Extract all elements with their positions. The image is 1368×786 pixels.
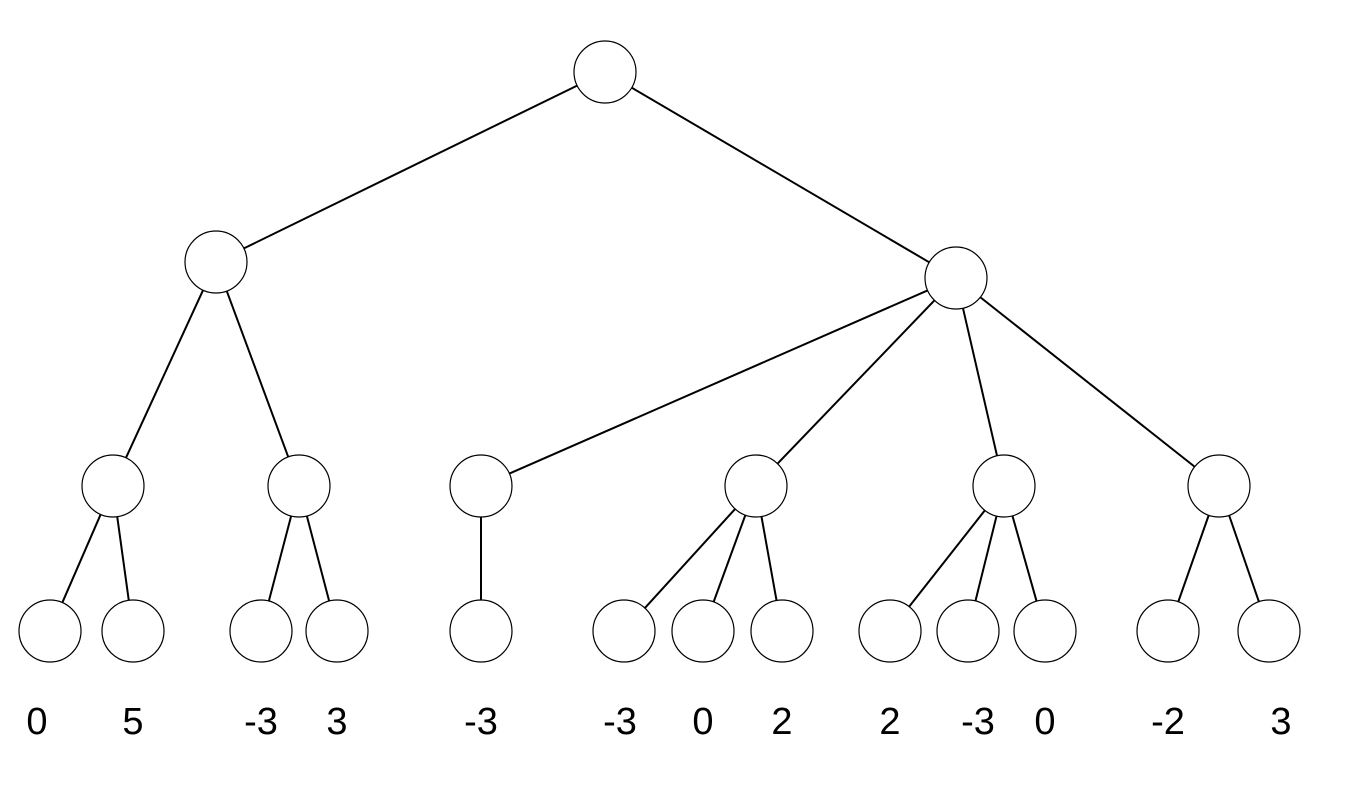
tree-edge	[712, 514, 747, 603]
tree-edge	[631, 86, 930, 264]
leaf-value: 2	[879, 701, 901, 743]
leaf-value: 3	[1270, 701, 1292, 743]
internal-node	[724, 454, 788, 518]
tree-edge	[760, 516, 778, 601]
leaf-node	[1237, 599, 1301, 663]
leaf-value: 2	[771, 701, 793, 743]
tree-edge	[1011, 515, 1038, 602]
tree-nodes	[18, 40, 1301, 663]
leaf-node	[1136, 599, 1200, 663]
root-node	[573, 40, 637, 104]
leaf-node	[750, 599, 814, 663]
leaf-node	[671, 599, 735, 663]
tree-edge	[305, 515, 331, 602]
tree-edge	[961, 307, 999, 457]
leaf-value: -2	[1151, 701, 1185, 743]
tree-edge	[1177, 514, 1210, 603]
internal-node	[449, 454, 513, 518]
leaf-value: -3	[961, 701, 995, 743]
tree-edge	[776, 299, 936, 465]
internal-node	[924, 246, 988, 310]
internal-node	[184, 230, 248, 294]
leaf-value: 0	[692, 701, 714, 743]
tree-edge	[908, 509, 986, 608]
tree-edges	[61, 84, 1260, 609]
tree-edge	[225, 290, 290, 458]
leaf-node	[229, 599, 293, 663]
leaf-node	[858, 599, 922, 663]
leaf-node	[936, 599, 1000, 663]
internal-node	[1187, 454, 1251, 518]
tree-edge	[267, 515, 293, 602]
leaf-value: -3	[464, 701, 498, 743]
leaf-node	[449, 599, 513, 663]
leaf-node	[101, 599, 165, 663]
leaf-value: -3	[244, 701, 278, 743]
tree-edge	[974, 515, 998, 602]
tree-edge	[61, 514, 102, 603]
leaf-node	[1013, 599, 1077, 663]
tree-edge	[644, 508, 736, 609]
tree-edge	[508, 289, 929, 475]
tree-edge	[1228, 514, 1260, 603]
tree-edge	[125, 289, 204, 459]
leaf-value: 5	[122, 701, 144, 743]
internal-node	[972, 454, 1036, 518]
tree-edge	[116, 516, 130, 601]
leaf-value: -3	[603, 701, 637, 743]
internal-node	[267, 454, 331, 518]
leaf-node	[305, 599, 369, 663]
internal-node	[81, 454, 145, 518]
leaf-value: 0	[26, 701, 48, 743]
leaf-value: 3	[326, 701, 348, 743]
leaf-value: 0	[1034, 701, 1056, 743]
tree-edge	[243, 84, 578, 250]
leaf-node	[592, 599, 656, 663]
leaf-node	[18, 599, 82, 663]
tree-edge	[979, 296, 1196, 468]
